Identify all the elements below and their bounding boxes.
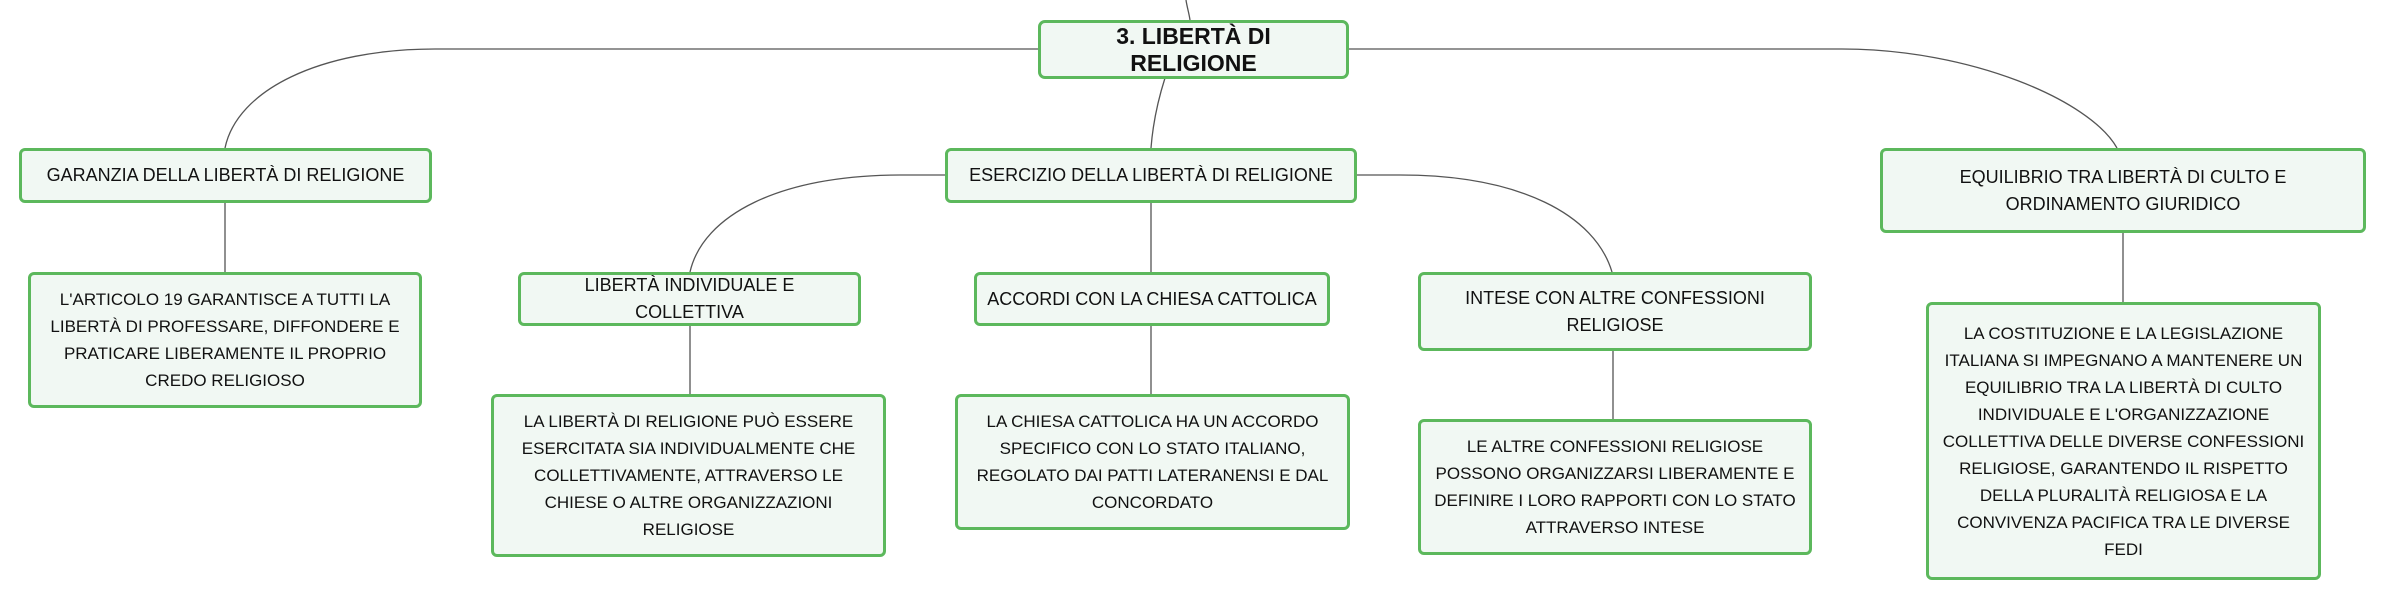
detail-text: L'ARTICOLO 19 GARANTISCE A TUTTI LA LIBE…: [50, 290, 400, 390]
detail-node-accordi-chiesa[interactable]: LA CHIESA CATTOLICA HA UN ACCORDO SPECIF…: [955, 394, 1350, 530]
detail-node-garanzia[interactable]: L'ARTICOLO 19 GARANTISCE A TUTTI LA LIBE…: [28, 272, 422, 408]
topic-label: EQUILIBRIO TRA LIBERTÀ DI CULTO E ORDINA…: [1959, 166, 2287, 214]
connector-root-to-garanzia: [224, 48, 1038, 149]
detail-node-equilibrio[interactable]: LA COSTITUZIONE E LA LEGISLAZIONE ITALIA…: [1926, 302, 2321, 580]
detail-text: LA CHIESA CATTOLICA HA UN ACCORDO SPECIF…: [976, 412, 1329, 512]
topic-node-esercizio[interactable]: ESERCIZIO DELLA LIBERTÀ DI RELIGIONE: [945, 148, 1357, 203]
topic-node-garanzia[interactable]: GARANZIA DELLA LIBERTÀ DI RELIGIONE: [19, 148, 432, 203]
detail-text: LE ALTRE CONFESSIONI RELIGIOSE POSSONO O…: [1434, 437, 1796, 537]
connector-root-to-parent: [1185, 0, 1191, 21]
subtopic-node-intese-confessioni[interactable]: INTESE CON ALTRE CONFESSIONI RELIGIOSE: [1418, 272, 1812, 351]
subtopic-node-accordi-chiesa[interactable]: ACCORDI CON LA CHIESA CATTOLICA: [974, 272, 1330, 326]
subtopic-label: LIBERTÀ INDIVIDUALE E COLLETTIVA: [584, 275, 795, 322]
topic-node-equilibrio[interactable]: EQUILIBRIO TRA LIBERTÀ DI CULTO E ORDINA…: [1880, 148, 2366, 233]
detail-text: LA COSTITUZIONE E LA LEGISLAZIONE ITALIA…: [1942, 323, 2305, 559]
connector-esercizio-to-individuale: [689, 174, 945, 273]
subtopic-label: ACCORDI CON LA CHIESA CATTOLICA: [987, 288, 1317, 309]
central-topic-label: 3. LIBERTÀ DI RELIGIONE: [1116, 22, 1271, 76]
topic-label: GARANZIA DELLA LIBERTÀ DI RELIGIONE: [46, 165, 405, 185]
topic-label: ESERCIZIO DELLA LIBERTÀ DI RELIGIONE: [969, 165, 1333, 185]
connector-root-to-esercizio: [1150, 77, 1166, 149]
subtopic-node-liberta-individuale[interactable]: LIBERTÀ INDIVIDUALE E COLLETTIVA: [518, 272, 861, 326]
detail-node-intese-confessioni[interactable]: LE ALTRE CONFESSIONI RELIGIOSE POSSONO O…: [1418, 419, 1812, 555]
connector-esercizio-to-intese: [1357, 174, 1613, 273]
central-topic-node[interactable]: 3. LIBERTÀ DI RELIGIONE: [1038, 20, 1349, 79]
subtopic-label: INTESE CON ALTRE CONFESSIONI RELIGIOSE: [1465, 287, 1765, 335]
detail-text: LA LIBERTÀ DI RELIGIONE PUÒ ESSERE ESERC…: [521, 412, 856, 539]
connector-root-to-equilibrio: [1349, 48, 2118, 149]
detail-node-liberta-individuale[interactable]: LA LIBERTÀ DI RELIGIONE PUÒ ESSERE ESERC…: [491, 394, 886, 557]
